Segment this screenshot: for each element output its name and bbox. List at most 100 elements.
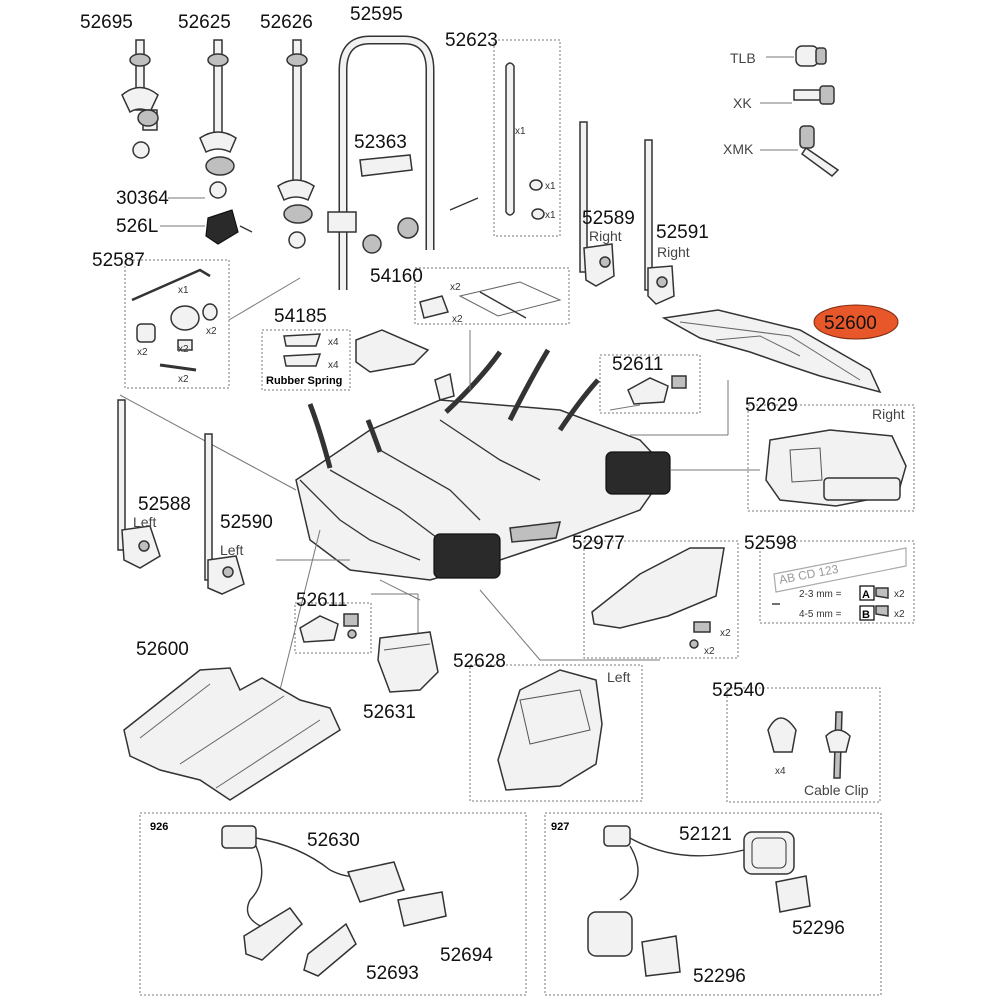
arm-52589-right xyxy=(579,121,615,287)
part-number-52693: 52693 xyxy=(366,963,419,984)
qty-clip-x4: x4 xyxy=(775,766,786,777)
part-number-52121: 52121 xyxy=(679,824,732,845)
label-rubber-spring: Rubber Spring xyxy=(266,375,342,387)
box-52623 xyxy=(493,39,561,237)
qty-bolt-x2: x2 xyxy=(178,374,189,385)
lock-tlb-icon xyxy=(795,45,827,67)
arm-52590-left xyxy=(204,433,245,595)
part-number-52296-a: 52296 xyxy=(792,918,845,939)
loop-frame-52595 xyxy=(338,35,435,290)
part-number-526L: 526L xyxy=(116,216,158,237)
wheel-tray-52600-top xyxy=(661,309,882,394)
box-52628 xyxy=(469,664,643,802)
qty-washer-x2: x2 xyxy=(206,326,217,337)
label-right-52589: Right xyxy=(589,228,622,244)
part-number-52611-top: 52611 xyxy=(612,354,663,375)
key-xmk-icon xyxy=(799,125,840,177)
highlight-52600 xyxy=(813,304,899,340)
rubber-spring-54185 xyxy=(283,333,322,367)
tilt-mechanism-54160 xyxy=(419,281,562,319)
carrier-main-body xyxy=(295,348,671,581)
wheel-tray-52600-bottom xyxy=(123,667,341,801)
qty-52977-bolt-x2: x2 xyxy=(720,628,731,639)
part-number-52589: 52589 xyxy=(582,208,635,229)
arm-52588-left xyxy=(117,399,161,569)
part-number-52695: 52695 xyxy=(80,12,133,33)
label-thickness-b: 4-5 mm = xyxy=(799,609,842,620)
label-xk: XK xyxy=(733,95,752,111)
release-lever xyxy=(355,329,430,373)
end-cap-52611-top xyxy=(627,375,687,405)
part-number-52598: 52598 xyxy=(744,533,797,554)
box-52587 xyxy=(124,259,230,389)
part-number-52363: 52363 xyxy=(354,132,407,153)
part-number-52588: 52588 xyxy=(138,494,191,515)
qty-52977-nut-x2: x2 xyxy=(704,646,715,657)
leader-52611-top xyxy=(609,404,641,411)
part-number-30364: 30364 xyxy=(116,188,169,209)
qty-spring-b-x4: x4 xyxy=(328,360,339,371)
box-52977 xyxy=(583,540,739,659)
arm-clamp-52695 xyxy=(121,39,159,159)
part-number-52626: 52626 xyxy=(260,12,313,33)
bracket-52363 xyxy=(327,154,413,233)
box-926 xyxy=(139,812,527,996)
label-plate-text: AB CD 123 xyxy=(778,562,840,587)
label-thickness-a: 2-3 mm = xyxy=(799,589,842,600)
part-number-52540: 52540 xyxy=(712,680,765,701)
knob-526L xyxy=(205,209,253,245)
box-927 xyxy=(544,812,882,996)
qty-spacer-x2: x2 xyxy=(137,347,148,358)
part-number-52611-mid: 52611 xyxy=(296,590,347,611)
wiring-kit-926 xyxy=(221,825,447,977)
label-tlb: TLB xyxy=(730,50,756,66)
part-number-52629: 52629 xyxy=(745,395,798,416)
leader-52587 xyxy=(228,277,301,321)
part-number-52587: 52587 xyxy=(92,250,145,271)
part-number-52977: 52977 xyxy=(572,533,625,554)
part-number-54160: 54160 xyxy=(370,266,423,287)
leader-52628 xyxy=(479,589,541,661)
part-number-52694: 52694 xyxy=(440,945,493,966)
label-right-52591: Right xyxy=(657,244,690,260)
part-number-52625: 52625 xyxy=(178,12,231,33)
label-left-52588: Left xyxy=(133,514,156,530)
qty-strap-x1: x1 xyxy=(515,126,526,137)
part-number-52296-b: 52296 xyxy=(693,966,746,987)
cable-clip-52540 xyxy=(767,711,851,779)
qty-wrench-x1: x1 xyxy=(178,285,189,296)
part-number-52631: 52631 xyxy=(363,702,416,723)
box-52611-top xyxy=(599,354,701,414)
leader-52600-bottom xyxy=(275,529,321,707)
part-number-52600-highlighted: 52600 xyxy=(824,313,877,334)
box-52611-mid xyxy=(294,602,372,654)
box-52540 xyxy=(726,687,881,803)
leader-52631 xyxy=(379,579,421,601)
part-number-52623: 52623 xyxy=(445,30,498,51)
part-number-52600-bottom: 52600 xyxy=(136,639,189,660)
plate-52598 xyxy=(772,547,907,621)
strap-52623 xyxy=(505,62,545,220)
hardware-kit-52587 xyxy=(131,268,218,372)
box-54160 xyxy=(414,267,570,325)
qty-spring-a-x4: x4 xyxy=(328,337,339,348)
label-code-a: A xyxy=(862,589,870,601)
label-kit-926: 926 xyxy=(150,821,168,833)
qty-knob-x2: x2 xyxy=(178,344,189,355)
label-code-b: B xyxy=(862,609,870,621)
key-xk-icon xyxy=(793,85,835,105)
qty-b-x2: x2 xyxy=(894,609,905,620)
part-number-54185: 54185 xyxy=(274,306,327,327)
label-kit-927: 927 xyxy=(551,821,569,833)
end-cap-52611-mid xyxy=(299,613,359,643)
bracket-52977 xyxy=(591,547,725,649)
part-number-52595: 52595 xyxy=(350,4,403,25)
qty-54160-a-x2: x2 xyxy=(450,282,461,293)
box-54185 xyxy=(261,329,351,391)
arm-clamp-52626 xyxy=(277,39,315,249)
light-housing-52629-right xyxy=(765,429,907,507)
qty-a-x2: x2 xyxy=(894,589,905,600)
knob-hardware xyxy=(362,197,479,254)
light-housing-52628-left xyxy=(497,669,603,791)
